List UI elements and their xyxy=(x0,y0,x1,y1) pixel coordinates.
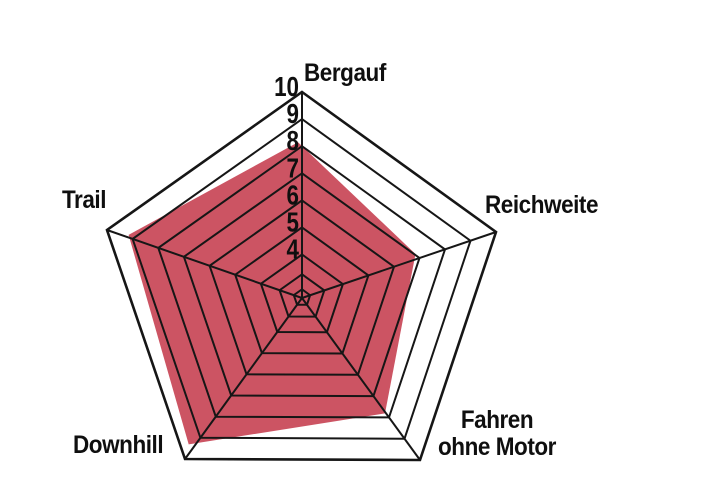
tick-label-9: 9 xyxy=(287,99,299,130)
axis-spoke-4 xyxy=(106,229,303,299)
axis-label-fahren-line2: ohne Motor xyxy=(438,433,556,461)
grid-ring xyxy=(234,226,370,355)
tick-label-10: 10 xyxy=(274,72,299,103)
axis-spoke-3 xyxy=(184,297,303,460)
axis-label-reichweite: Reichweite xyxy=(485,191,599,219)
grid-ring xyxy=(182,172,421,398)
tick-label-4: 4 xyxy=(287,234,299,265)
axis-label-fahren-line1: Fahren xyxy=(460,406,534,434)
grid-ring xyxy=(259,253,345,334)
tick-label-5: 5 xyxy=(287,207,299,238)
grid-ring xyxy=(292,288,312,306)
data-polygon xyxy=(128,142,416,445)
tick-label-6: 6 xyxy=(287,180,299,211)
grid-ring xyxy=(278,273,326,318)
axis-spoke-2 xyxy=(301,297,421,461)
axis-label-bergauf: Bergauf xyxy=(304,59,386,87)
grid-ring xyxy=(208,199,396,376)
grid-ring xyxy=(131,117,472,440)
tick-label-8: 8 xyxy=(287,126,299,157)
axis-label-downhill: Downhill xyxy=(73,431,164,459)
axis-label-trail: Trail xyxy=(62,186,107,214)
grid-ring xyxy=(157,144,447,419)
axis-label-fahren-ohne-motor: Fahren ohne Motor xyxy=(434,407,560,461)
outer-pentagon xyxy=(105,90,498,462)
axis-spoke-1 xyxy=(301,231,497,299)
tick-label-7: 7 xyxy=(287,153,299,184)
